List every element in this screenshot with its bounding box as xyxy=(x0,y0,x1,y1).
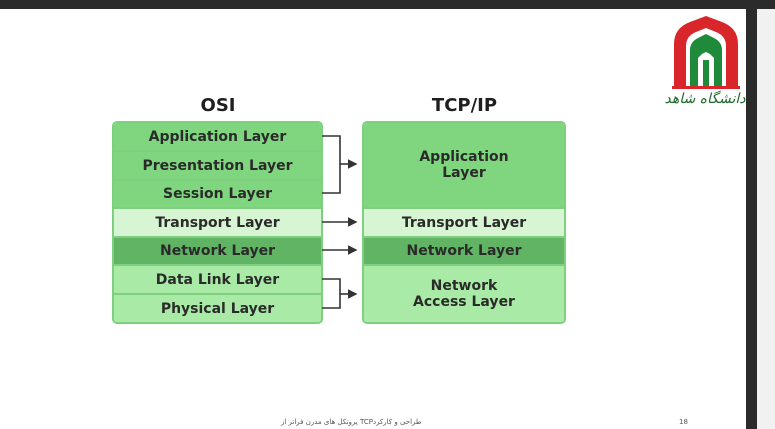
osi-physical-layer: Physical Layer xyxy=(114,295,321,322)
tcpip-application-layer: Application Layer xyxy=(364,123,564,209)
page-number: 18 xyxy=(679,418,688,426)
osi-presentation-layer: Presentation Layer xyxy=(114,152,321,181)
network-access-bracket xyxy=(322,278,341,309)
tcpip-title: TCP/IP xyxy=(431,95,498,116)
osi-title: OSI xyxy=(200,95,236,116)
application-bracket xyxy=(322,135,341,194)
osi-network-layer: Network Layer xyxy=(114,238,321,266)
osi-stack: Application Layer Presentation Layer Ses… xyxy=(112,121,323,324)
top-bar xyxy=(0,0,775,9)
tcpip-network-access-layer: Network Access Layer xyxy=(364,266,564,322)
university-logo-icon xyxy=(672,16,740,89)
tcpip-stack: Application Layer Transport Layer Networ… xyxy=(362,121,566,324)
footer-text: پروتکل های مدرن فراتر از TCPطراحی و کارک… xyxy=(281,418,422,426)
right-scroll-area[interactable] xyxy=(757,9,775,429)
osi-application-layer: Application Layer xyxy=(114,123,321,152)
tcpip-network-layer: Network Layer xyxy=(364,238,564,266)
osi-session-layer: Session Layer xyxy=(114,181,321,209)
university-logo-text: دانشگاه شاهد xyxy=(664,91,746,107)
osi-data-link-layer: Data Link Layer xyxy=(114,266,321,295)
tcpip-transport-layer: Transport Layer xyxy=(364,209,564,238)
osi-transport-layer: Transport Layer xyxy=(114,209,321,238)
